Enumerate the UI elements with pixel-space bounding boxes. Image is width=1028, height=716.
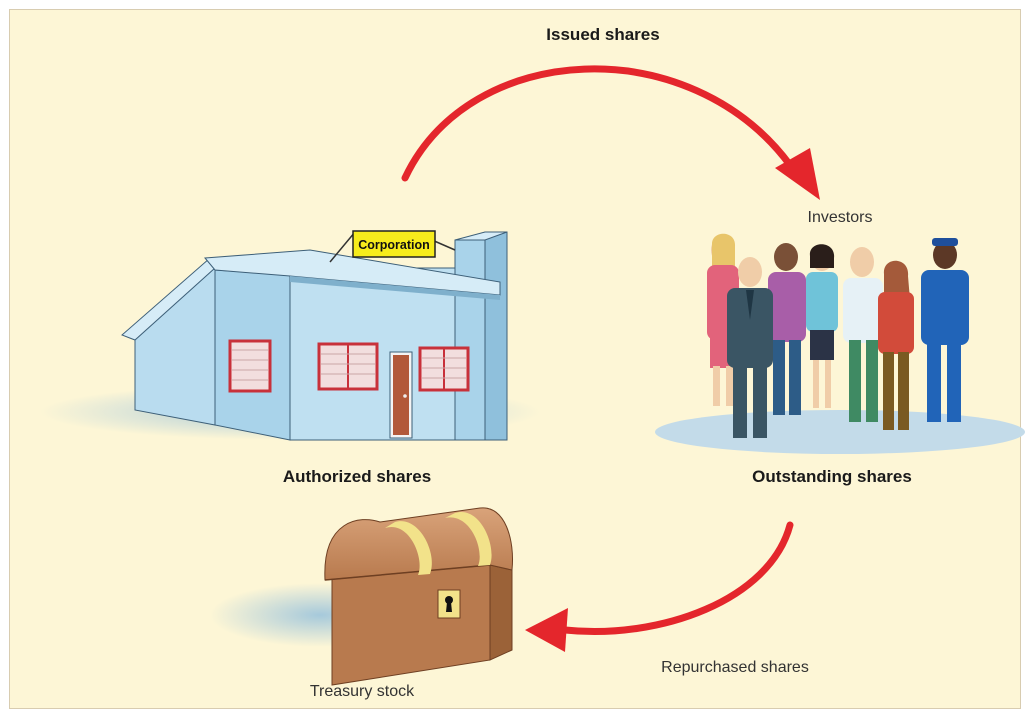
investor-figure xyxy=(878,260,914,430)
issued-arrow xyxy=(401,65,820,200)
investor-figure xyxy=(843,247,883,422)
treasury-stock-label: Treasury stock xyxy=(310,683,415,700)
corporation-sign-label: Corporation xyxy=(358,238,430,252)
repurchased-arrow xyxy=(525,521,794,652)
outstanding-shares-label: Outstanding shares xyxy=(752,467,912,486)
authorized-shares-label: Authorized shares xyxy=(283,467,431,486)
investor-figure xyxy=(768,243,806,415)
investor-figure xyxy=(806,244,838,408)
issued-shares-label: Issued shares xyxy=(546,25,659,44)
investor-figure xyxy=(727,257,773,438)
treasure-chest-icon xyxy=(210,507,514,686)
investors-group-icon xyxy=(655,233,1025,454)
repurchased-shares-label: Repurchased shares xyxy=(661,659,809,676)
corporation-building-icon: Corporation xyxy=(40,230,540,441)
investor-figure xyxy=(921,238,969,422)
investors-label: Investors xyxy=(808,209,873,226)
